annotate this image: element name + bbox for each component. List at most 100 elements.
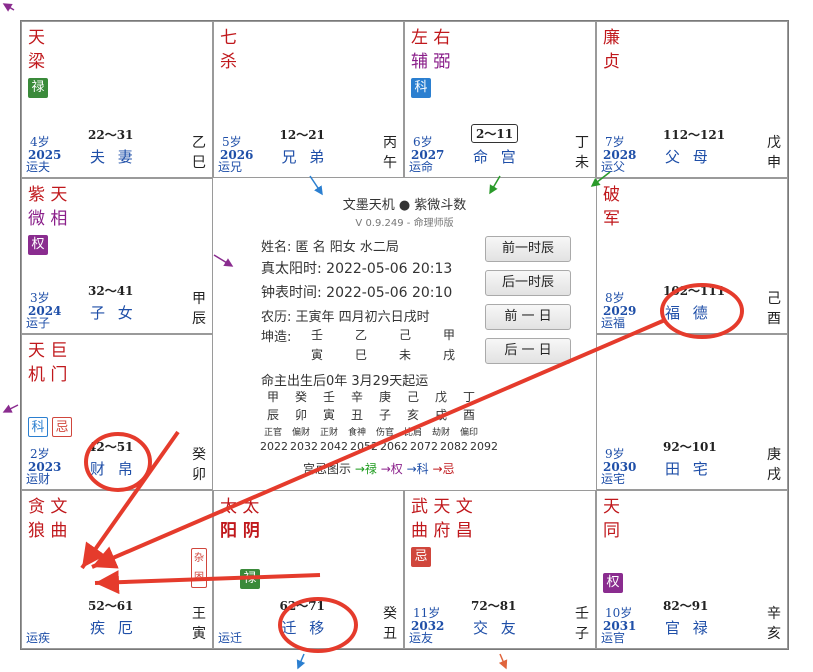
kunzao-stems-cell: 乙 [354,328,367,342]
kunzao-branches-cell: 戌 [442,348,455,362]
palace-ganzhi: 辛亥 [767,606,781,642]
luck-stems-cell: 癸 [294,390,307,404]
ten-gods-cell: 正官 [263,428,282,438]
star-line: 左 右 [411,28,451,48]
luck-branches-cell: 卯 [294,408,307,422]
legend-item: →忌 [428,462,455,476]
side-tag: 杂困 [191,548,207,588]
luck-stems-cell: 甲 [266,390,279,404]
palace-tags: 科忌 [28,417,72,437]
palace-stars: 太 太阳 阴 [220,495,260,543]
version-label: V 0.9.249 - 命理师版 [355,218,454,229]
ten-gods-cell: 伤官 [375,428,394,438]
purple-arrow-2 [2,404,19,413]
palace-age: 4岁 [30,135,50,149]
app-title: 文墨天机 ● 紫微斗数 [342,198,467,213]
luck-branches-cell: 戌 [434,408,447,422]
orange-arrow-1 [498,653,508,670]
center-panel: 文墨天机 ● 紫微斗数 V 0.9.249 - 命理师版 姓名: 匿 名 阳女 … [213,178,596,490]
palace-age: 6岁 [413,135,433,149]
star-line: 梁 [28,52,45,72]
palace-name: 田 宅 [665,460,712,478]
palace-stars: 贪 文狼 曲 [28,495,67,543]
luck-years-cell: 2082 [440,440,468,453]
luck-years-cell: 2022 [260,440,288,453]
palace-name: 官 禄 [665,619,712,637]
next-day-button[interactable]: 后 一 日 [485,338,571,364]
palace-name: 交 友 [473,619,520,637]
legend-item: →禄 [354,462,377,476]
sihua-tag: 禄 [28,78,48,98]
palace-stars: 天同 [603,495,620,543]
palace-tags: 忌 [411,547,431,567]
palace-tags: 权 [603,573,623,593]
kunzao-branches-cell: 巳 [354,348,367,362]
palace-name: 迁 移 [281,619,329,637]
palace-range: 102～111 [663,284,726,298]
palace-ganzhi: 癸卯 [192,447,206,483]
star-line: 机 门 [28,365,68,385]
next-hour-button[interactable]: 后一时辰 [485,270,571,296]
palace-year: 2027 [411,148,445,162]
ten-gods-cell: 正财 [319,428,338,438]
palace-yun: 运财 [26,472,51,486]
kunzao-branches: 寅巳未戌 [295,346,471,363]
palace-year: 2026 [220,148,254,162]
star-line: 贪 文 [28,497,68,517]
star-line: 紫 天 [28,185,68,205]
ten-gods-cell: 比肩 [403,428,422,438]
ten-gods: 正官偏财正财食神伤官比肩劫财偏印 [259,425,483,438]
star-line: 辅 弼 [411,52,451,72]
star-line: 天 巨 [28,341,68,361]
true-solar-time: 真太阳时: 2022-05-06 20:13 [261,261,453,277]
star-line: 天 [28,28,45,48]
palace-stars: 破军 [603,183,620,231]
palace-stars: 武 天 文曲 府 昌 [411,495,473,543]
sihua-tag: 禄 [240,569,260,589]
clock-time: 钟表时间: 2022-05-06 20:10 [261,285,453,301]
palace-age: 2岁 [30,447,50,461]
luck-branches-cell: 亥 [406,408,419,422]
palace-year: 2028 [603,148,637,162]
luck-stems: 甲癸壬辛庚己戊丁 [259,388,483,405]
palace-ganzhi: 庚戌 [767,447,781,483]
palace-ganzhi: 王寅 [192,606,206,642]
prev-hour-button[interactable]: 前一时辰 [485,236,571,262]
star-line: 贞 [603,52,620,72]
sihua-legend: 宫忌图示 →禄 →权 →科 →忌 [303,460,455,477]
prev-day-button[interactable]: 前 一 日 [485,304,571,330]
luck-stems-cell: 丁 [462,390,475,404]
luck-stems-cell: 壬 [322,390,335,404]
palace-yun: 运福 [601,316,626,330]
ten-gods-cell: 偏印 [459,428,478,438]
palace-range: 52～61 [88,599,134,613]
palace-year: 2031 [603,619,637,633]
palace-ganzhi: 甲辰 [192,291,206,327]
sihua-tag: 权 [28,235,48,255]
star-line: 杀 [220,52,237,72]
palace-stars: 天梁 [28,26,45,74]
palace-name: 疾 厄 [90,619,137,637]
star-line: 天 [603,497,620,517]
sihua-tag: 权 [603,573,623,593]
palace-ganzhi: 癸丑 [383,606,397,642]
palace-ganzhi: 丙午 [383,135,397,171]
palace-range: 72～81 [471,599,517,613]
name-line: 姓名: 匿 名 阳女 水二局 [261,240,399,255]
star-line: 阳 阴 [220,521,260,541]
luck-branches-cell: 酉 [462,408,475,422]
ten-gods-cell: 偏财 [291,428,310,438]
